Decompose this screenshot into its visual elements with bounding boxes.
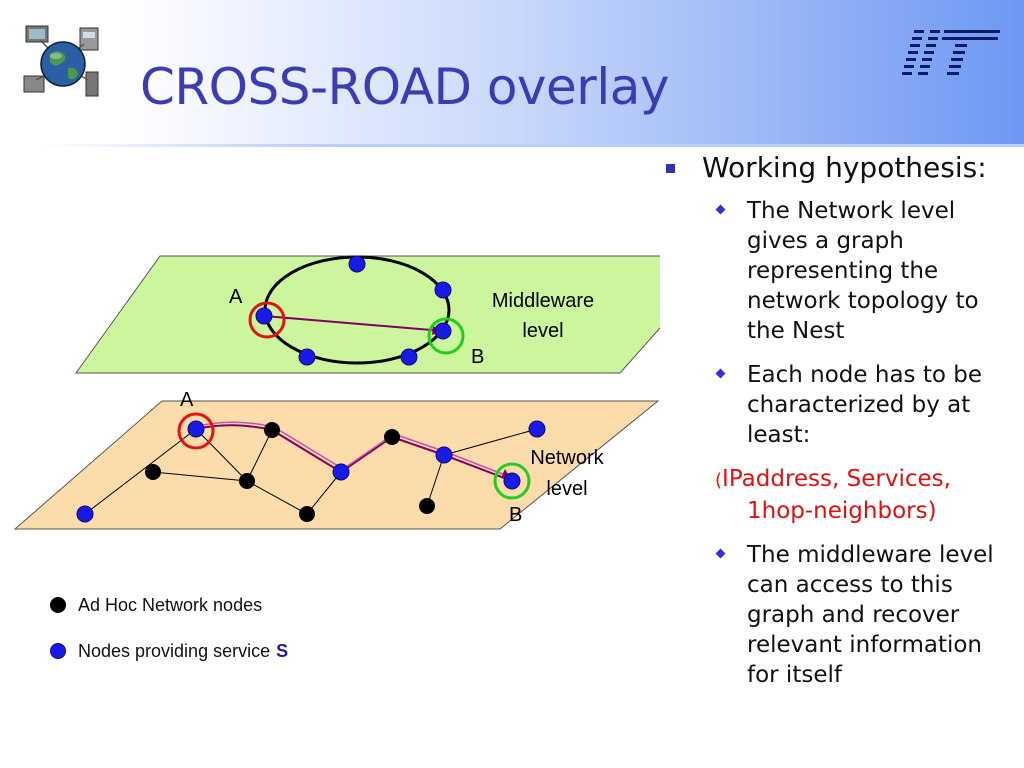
blue-dot-icon xyxy=(50,643,66,659)
service-node-b xyxy=(503,472,521,490)
bullet-item-text: The Network level gives a graph represen… xyxy=(747,198,979,344)
middleware-nodes xyxy=(255,255,452,366)
service-node xyxy=(76,505,94,523)
adhoc-node xyxy=(299,506,315,522)
service-node xyxy=(528,420,546,438)
adhoc-node xyxy=(264,422,280,438)
iit-logo xyxy=(902,30,1000,75)
bullet-item: The middleware level can access to this … xyxy=(660,540,1020,690)
adhoc-nodes xyxy=(145,422,435,522)
black-dot-icon xyxy=(50,597,66,613)
middleware-node xyxy=(298,348,316,366)
adhoc-node xyxy=(419,498,435,514)
legend-item-adhoc: Ad Hoc Network nodes xyxy=(50,593,288,617)
network-highlight-b xyxy=(493,462,531,500)
bullet-heading-text: Working hypothesis: xyxy=(702,151,987,184)
red-open-paren: ( xyxy=(715,470,723,491)
service-nodes xyxy=(76,420,546,523)
middleware-level-label: Middleware xyxy=(492,290,594,312)
adhoc-node xyxy=(145,464,161,480)
square-bullet-icon xyxy=(666,164,675,173)
network-label-a: A xyxy=(180,389,194,411)
legend-item-service: Nodes providing service S xyxy=(50,639,288,663)
diamond-bullet-icon xyxy=(715,548,726,559)
network-path-dark xyxy=(195,424,513,482)
service-node-a xyxy=(187,420,205,438)
network-label-b: B xyxy=(509,504,522,526)
bullet-item: The Network level gives a graph represen… xyxy=(660,196,1020,346)
legend-label-service: Nodes providing service xyxy=(78,640,271,661)
legend: Ad Hoc Network nodes Nodes providing ser… xyxy=(50,593,288,685)
middleware-node-a xyxy=(255,307,273,325)
bullet-item-text: The middleware level can access to this … xyxy=(747,542,994,688)
middleware-label-a: A xyxy=(229,286,243,308)
adhoc-node xyxy=(384,429,400,445)
header-band xyxy=(0,0,1024,145)
middleware-path xyxy=(263,315,444,332)
middleware-label-b: B xyxy=(471,346,484,368)
globe-network-icon xyxy=(23,25,99,97)
bullet-list: Working hypothesis: The Network level gi… xyxy=(660,150,1020,704)
service-node xyxy=(332,463,350,481)
legend-label-adhoc: Ad Hoc Network nodes xyxy=(78,594,263,615)
red-attribute-text: IPaddress, Services, 1hop-neighbors) xyxy=(722,466,951,524)
service-node xyxy=(435,446,453,464)
network-level-label-2: level xyxy=(546,478,587,500)
middleware-node xyxy=(434,281,452,299)
middleware-node-b xyxy=(434,322,452,340)
slide-title: CROSS-ROAD overlay xyxy=(140,58,669,116)
header-divider xyxy=(35,144,1024,147)
bullet-item: Each node has to be characterized by at … xyxy=(660,360,1020,450)
middleware-plane xyxy=(75,255,660,374)
network-level-label: Network xyxy=(530,447,604,469)
middleware-level-label-2: level xyxy=(522,320,563,342)
diamond-bullet-icon xyxy=(715,204,726,215)
middleware-highlight-a xyxy=(248,301,286,339)
bullet-heading: Working hypothesis: xyxy=(660,150,1020,186)
adhoc-node xyxy=(239,473,255,489)
middleware-node xyxy=(348,255,366,273)
diamond-bullet-icon xyxy=(715,368,726,379)
service-symbol: S xyxy=(276,640,289,661)
overlay-diagram: A B Middleware level A B Network level xyxy=(13,255,660,530)
bullet-item-text: Each node has to be characterized by at … xyxy=(747,362,982,448)
red-attribute-line: (IPaddress, Services, 1hop-neighbors) xyxy=(660,464,1020,526)
middleware-highlight-b xyxy=(427,317,465,355)
middleware-node xyxy=(400,348,418,366)
network-highlight-a xyxy=(177,412,215,450)
